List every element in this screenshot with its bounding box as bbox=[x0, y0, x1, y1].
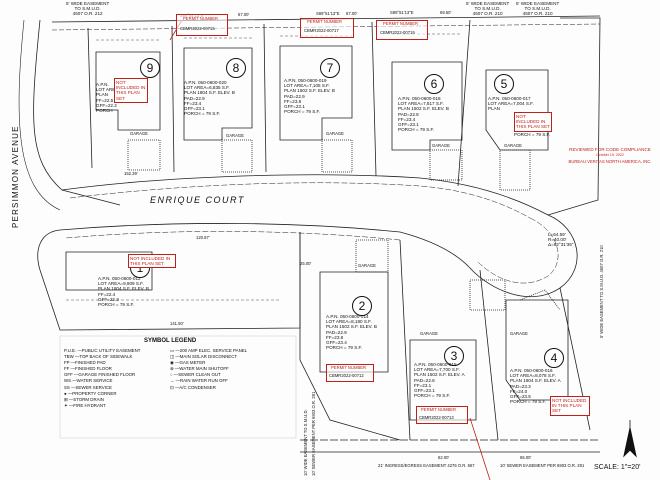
lot-number-5: 5 bbox=[494, 74, 514, 94]
lot-number-3: 3 bbox=[444, 346, 464, 366]
lot-number-7: 7 bbox=[320, 58, 340, 78]
dim-5: 65.00' bbox=[520, 455, 532, 460]
review-stamp: REVIEWED FOR CODE COMPLIANCE October 19,… bbox=[568, 147, 652, 165]
side-easement-3: 5' WIDE EASEMENT TO S.M.U.D. 4507 O.R. 2… bbox=[599, 245, 604, 338]
garage-label-5: GARAGE bbox=[504, 143, 522, 148]
dim-6: 25.00' bbox=[300, 261, 312, 266]
legend-right-column: ▭ —200 AMP ELEC. SERVICE PANEL◫ —MAIN SO… bbox=[170, 348, 248, 390]
permit-box-lot-2: PERMIT NUMBER CBMR2022-00712 bbox=[326, 364, 374, 382]
side-easement-2: 10' SEWER EASEMENT PER 6903 O.R. 281 bbox=[311, 391, 316, 476]
side-easement-1: 10' WIDE EASEMENT TO S.M.U.D. bbox=[303, 409, 308, 476]
garage-label-7: GARAGE bbox=[326, 131, 344, 136]
dim-1: 152.39' bbox=[124, 171, 138, 176]
garage-label-8: GARAGE bbox=[226, 133, 244, 138]
lot-number-6: 6 bbox=[424, 74, 444, 94]
persimmon-avenue-label: PERSIMMON AVENUE bbox=[11, 125, 20, 228]
lot-1-not-included-note: NOT INCLUDED IN THIS PLAN SET bbox=[128, 254, 176, 269]
persimmon-curb bbox=[33, 19, 121, 206]
court-south-curb bbox=[37, 223, 401, 271]
lot-9-not-included-note: NOT INCLUDED IN THIS PLAN SET bbox=[114, 78, 148, 103]
bearing-2: 67.00' bbox=[238, 12, 250, 17]
lot-number-9: 9 bbox=[140, 58, 160, 78]
garage-label-9: GARAGE bbox=[130, 131, 148, 136]
lot-number-2: 2 bbox=[352, 296, 372, 316]
dim-3: 141.50' bbox=[170, 321, 184, 326]
lot-4-not-included-note: NOT INCLUDED IN THIS PLAN SET bbox=[550, 396, 590, 416]
bearing-5: S89°51'13"E bbox=[390, 10, 414, 15]
permit-box-lot-6: PERMIT NUMBER CBMR2022-00719 bbox=[376, 20, 428, 40]
garage-label-6: GARAGE bbox=[432, 143, 450, 148]
lot-number-8: 8 bbox=[226, 58, 246, 78]
lot-number-4: 4 bbox=[544, 348, 564, 368]
cul-de-sac bbox=[399, 214, 578, 297]
bearing-6: 69.50' bbox=[440, 10, 452, 15]
garage-label-3: GARAGE bbox=[420, 331, 438, 336]
bearing-4: 67.00' bbox=[346, 11, 358, 16]
scale-label: SCALE: 1"=20' bbox=[594, 464, 641, 471]
garage-label-4: GARAGE bbox=[510, 331, 528, 336]
court-north-curb bbox=[61, 174, 549, 216]
lot-1-boundary bbox=[39, 232, 301, 331]
permit-box-lot-7: PERMIT NUMBER CBMR2022-00717 bbox=[300, 18, 354, 38]
legend-title: SYMBOL LEGEND bbox=[144, 338, 197, 344]
enrique-court-label: ENRIQUE COURT bbox=[150, 195, 245, 205]
bearing-3: S89°51'13"E bbox=[316, 11, 340, 16]
permit-box-lot-8: PERMIT NUMBER CBMR2022-00715 bbox=[176, 14, 228, 36]
bottom-easement-1: 21' INGRESS/EGRESS EASEMENT 4276 O.R. 66… bbox=[378, 463, 475, 468]
bottom-easement-2: 10' SEWER EASEMENT PER 6903 O.R. 281 bbox=[500, 463, 585, 468]
curve-data: L=64.59'R=40.00'Δ=92°31'36" bbox=[548, 232, 574, 248]
north-arrow bbox=[623, 420, 637, 458]
permit-box-lot-3: PERMIT NUMBER CBMR2022-00713 bbox=[416, 406, 468, 424]
lot-5-not-included-note: NOT INCLUDED IN THIS PLAN SET bbox=[514, 112, 552, 132]
lot-5-porch: PORCH = 79 S.F. bbox=[514, 132, 551, 137]
dim-2: 120.87' bbox=[196, 235, 210, 240]
garage-label-2: GARAGE bbox=[358, 263, 376, 268]
dim-4: 62.00' bbox=[438, 455, 450, 460]
